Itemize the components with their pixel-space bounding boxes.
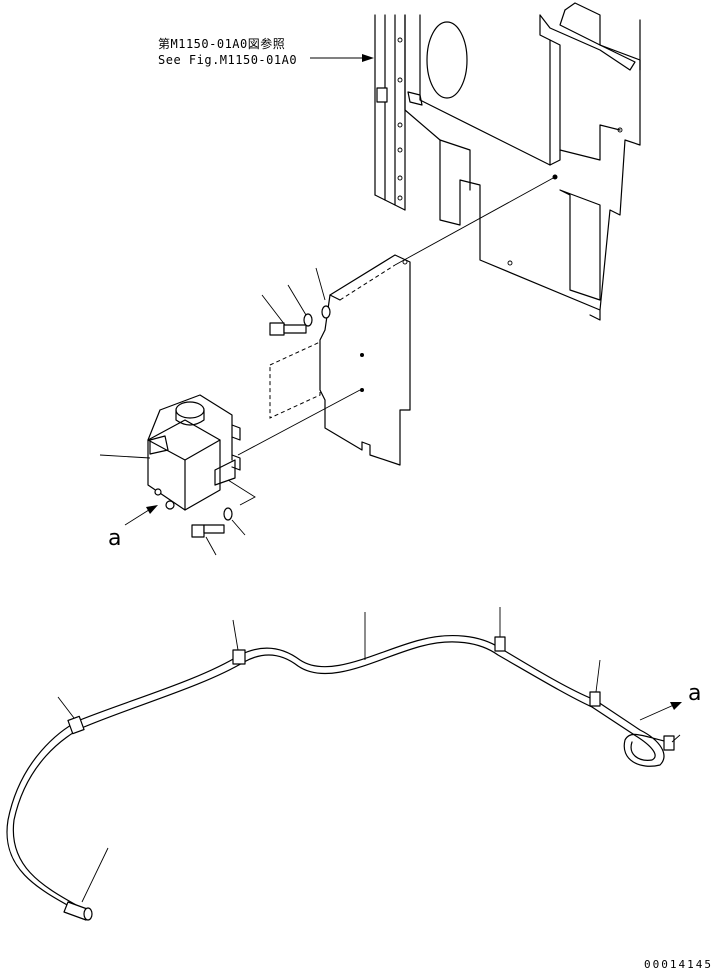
view-a-leader	[124, 507, 153, 526]
tank-body	[147, 419, 221, 511]
view-a-arrowhead	[146, 505, 158, 514]
top-bracket-tab	[564, 2, 601, 46]
lower-fasteners	[191, 507, 246, 556]
plate-outline	[319, 254, 411, 466]
rear-panel	[404, 14, 641, 321]
hose-clamp	[232, 619, 246, 665]
tank-mount-leader	[237, 389, 361, 456]
panel-cutout	[559, 189, 601, 301]
view-a-leader-lower	[639, 703, 677, 721]
tank-leader	[99, 454, 151, 459]
mount-leader	[394, 176, 556, 266]
plate-hidden-edge	[339, 264, 396, 301]
view-a-label-lower: a	[688, 681, 701, 706]
reference-note-en: See Fig.M1150-01A0	[158, 53, 297, 67]
view-a-callout-lower: a	[639, 681, 701, 721]
reference-note: 第M1150-01A0図参照 See Fig.M1150-01A0	[158, 36, 374, 67]
nozzle-leader	[81, 847, 109, 903]
housing-opening	[426, 21, 468, 99]
tank-outlet	[154, 488, 162, 496]
box-housing-side	[549, 39, 561, 166]
washer-nozzle	[63, 847, 109, 921]
tank-cap-rim	[175, 409, 205, 426]
panel-edges	[439, 124, 621, 191]
hose-clamps	[57, 607, 681, 751]
spring-washer	[321, 305, 331, 319]
reference-note-jp: 第M1150-01A0図参照	[158, 36, 285, 51]
panel-hole	[617, 127, 623, 133]
bolt-shank	[283, 324, 307, 334]
hose-clamp	[589, 659, 601, 707]
frame-pillar	[374, 14, 406, 211]
nozzle-tip	[83, 907, 93, 921]
hose-clamp	[494, 607, 506, 652]
lower-washer	[223, 507, 233, 521]
top-bracket	[539, 9, 636, 71]
tank-outlet	[165, 500, 175, 510]
tank-level-window	[149, 435, 169, 455]
tank-cap	[175, 401, 205, 419]
pillar-clamp	[376, 87, 388, 103]
bolt-leader	[261, 294, 286, 326]
lower-bolt-head	[191, 524, 205, 538]
view-a-label: a	[108, 526, 121, 551]
bolt-head	[269, 322, 285, 336]
plate-hole	[402, 259, 408, 265]
top-bracket-flange	[599, 44, 641, 71]
lower-bolt-leader	[205, 536, 217, 556]
hose-outer	[6, 635, 669, 913]
cab-frame-assembly	[374, 2, 641, 321]
plate-hole	[360, 353, 364, 357]
tank-mount-tab	[231, 424, 241, 441]
view-a-arrowhead-lower	[670, 702, 682, 710]
pillar-bracket	[407, 91, 423, 106]
upper-fasteners	[261, 267, 331, 336]
hose-clamp	[57, 696, 85, 735]
tank-mount-tab	[231, 454, 241, 471]
pillar-holes	[397, 37, 403, 201]
box-housing	[419, 14, 551, 166]
hose-clamp	[663, 734, 681, 751]
spring-washer-leader	[315, 267, 326, 301]
washer-tank	[99, 394, 241, 511]
frame-pillar-base	[374, 194, 406, 211]
tank-bracket	[214, 459, 236, 486]
nozzle-body	[63, 901, 91, 921]
plate-hole	[360, 388, 364, 392]
washer-hose	[6, 635, 669, 913]
reference-arrowhead	[362, 54, 374, 62]
lower-washer-leader	[231, 519, 246, 536]
washer	[303, 313, 313, 327]
hose-inner	[12, 641, 656, 907]
document-number: 00014145	[644, 958, 713, 971]
mounting-plate	[269, 254, 411, 466]
washer-leader	[287, 284, 307, 316]
fastener-leader-lines	[227, 479, 256, 506]
lower-bolt-shank	[203, 524, 225, 534]
plate-notch	[329, 294, 341, 301]
view-a-callout-upper: a	[108, 505, 158, 551]
panel-hole	[507, 260, 513, 266]
plate-cover-outline	[269, 341, 321, 419]
